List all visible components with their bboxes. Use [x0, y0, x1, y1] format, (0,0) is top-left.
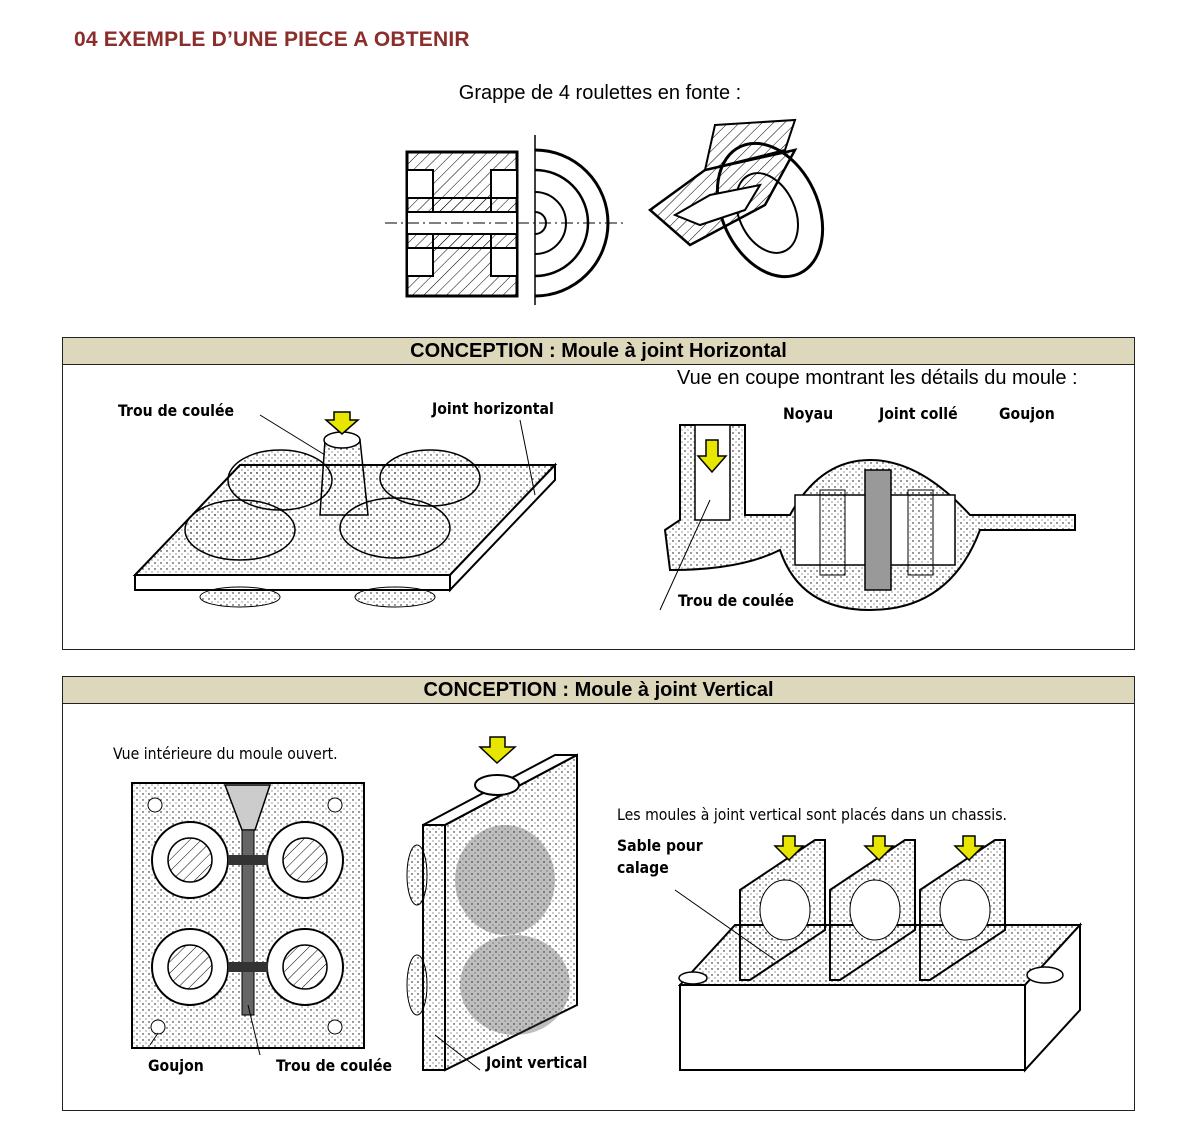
label-trou-coulee-section: Trou de coulée — [678, 591, 795, 610]
part-caption: Grappe de 4 roulettes en fonte : — [458, 82, 742, 104]
label-noyau: Noyau — [783, 404, 834, 423]
label-sable-line1: Sable pour — [617, 836, 703, 855]
open-mold-drawing — [131, 782, 365, 1056]
label-sable-line2: calage — [617, 858, 669, 877]
roulette-section-drawing — [385, 135, 625, 305]
label-trou-coulee-vertical: Trou de coulée — [276, 1056, 393, 1075]
label-joint-colle: Joint collé — [879, 404, 958, 423]
horizontal-mold-drawing — [132, 411, 558, 608]
roulette-3d-drawing — [647, 118, 825, 279]
vertical-mold-drawing — [406, 736, 578, 1072]
page-title: 04 EXEMPLE D’UNE PIECE A OBTENIR — [74, 28, 470, 51]
label-goujon-section: Goujon — [999, 404, 1055, 423]
section-view-caption: Vue en coupe montrant les détails du mou… — [677, 367, 1078, 389]
label-joint-horizontal: Joint horizontal — [432, 399, 554, 418]
panel-horizontal-heading: CONCEPTION : Moule à joint Horizontal — [63, 338, 1134, 365]
label-goujon-vertical: Goujon — [148, 1056, 204, 1075]
chassis-drawing — [674, 835, 1083, 1073]
label-trou-coulee-left: Trou de coulée — [118, 401, 235, 420]
section-view-drawing — [659, 424, 1076, 612]
label-joint-vertical: Joint vertical — [486, 1053, 588, 1072]
label-vue-interieure: Vue intérieure du moule ouvert. — [113, 744, 338, 763]
label-chassis-note: Les moules à joint vertical sont placés … — [617, 805, 1008, 824]
panel-vertical-heading: CONCEPTION : Moule à joint Vertical — [63, 677, 1134, 704]
